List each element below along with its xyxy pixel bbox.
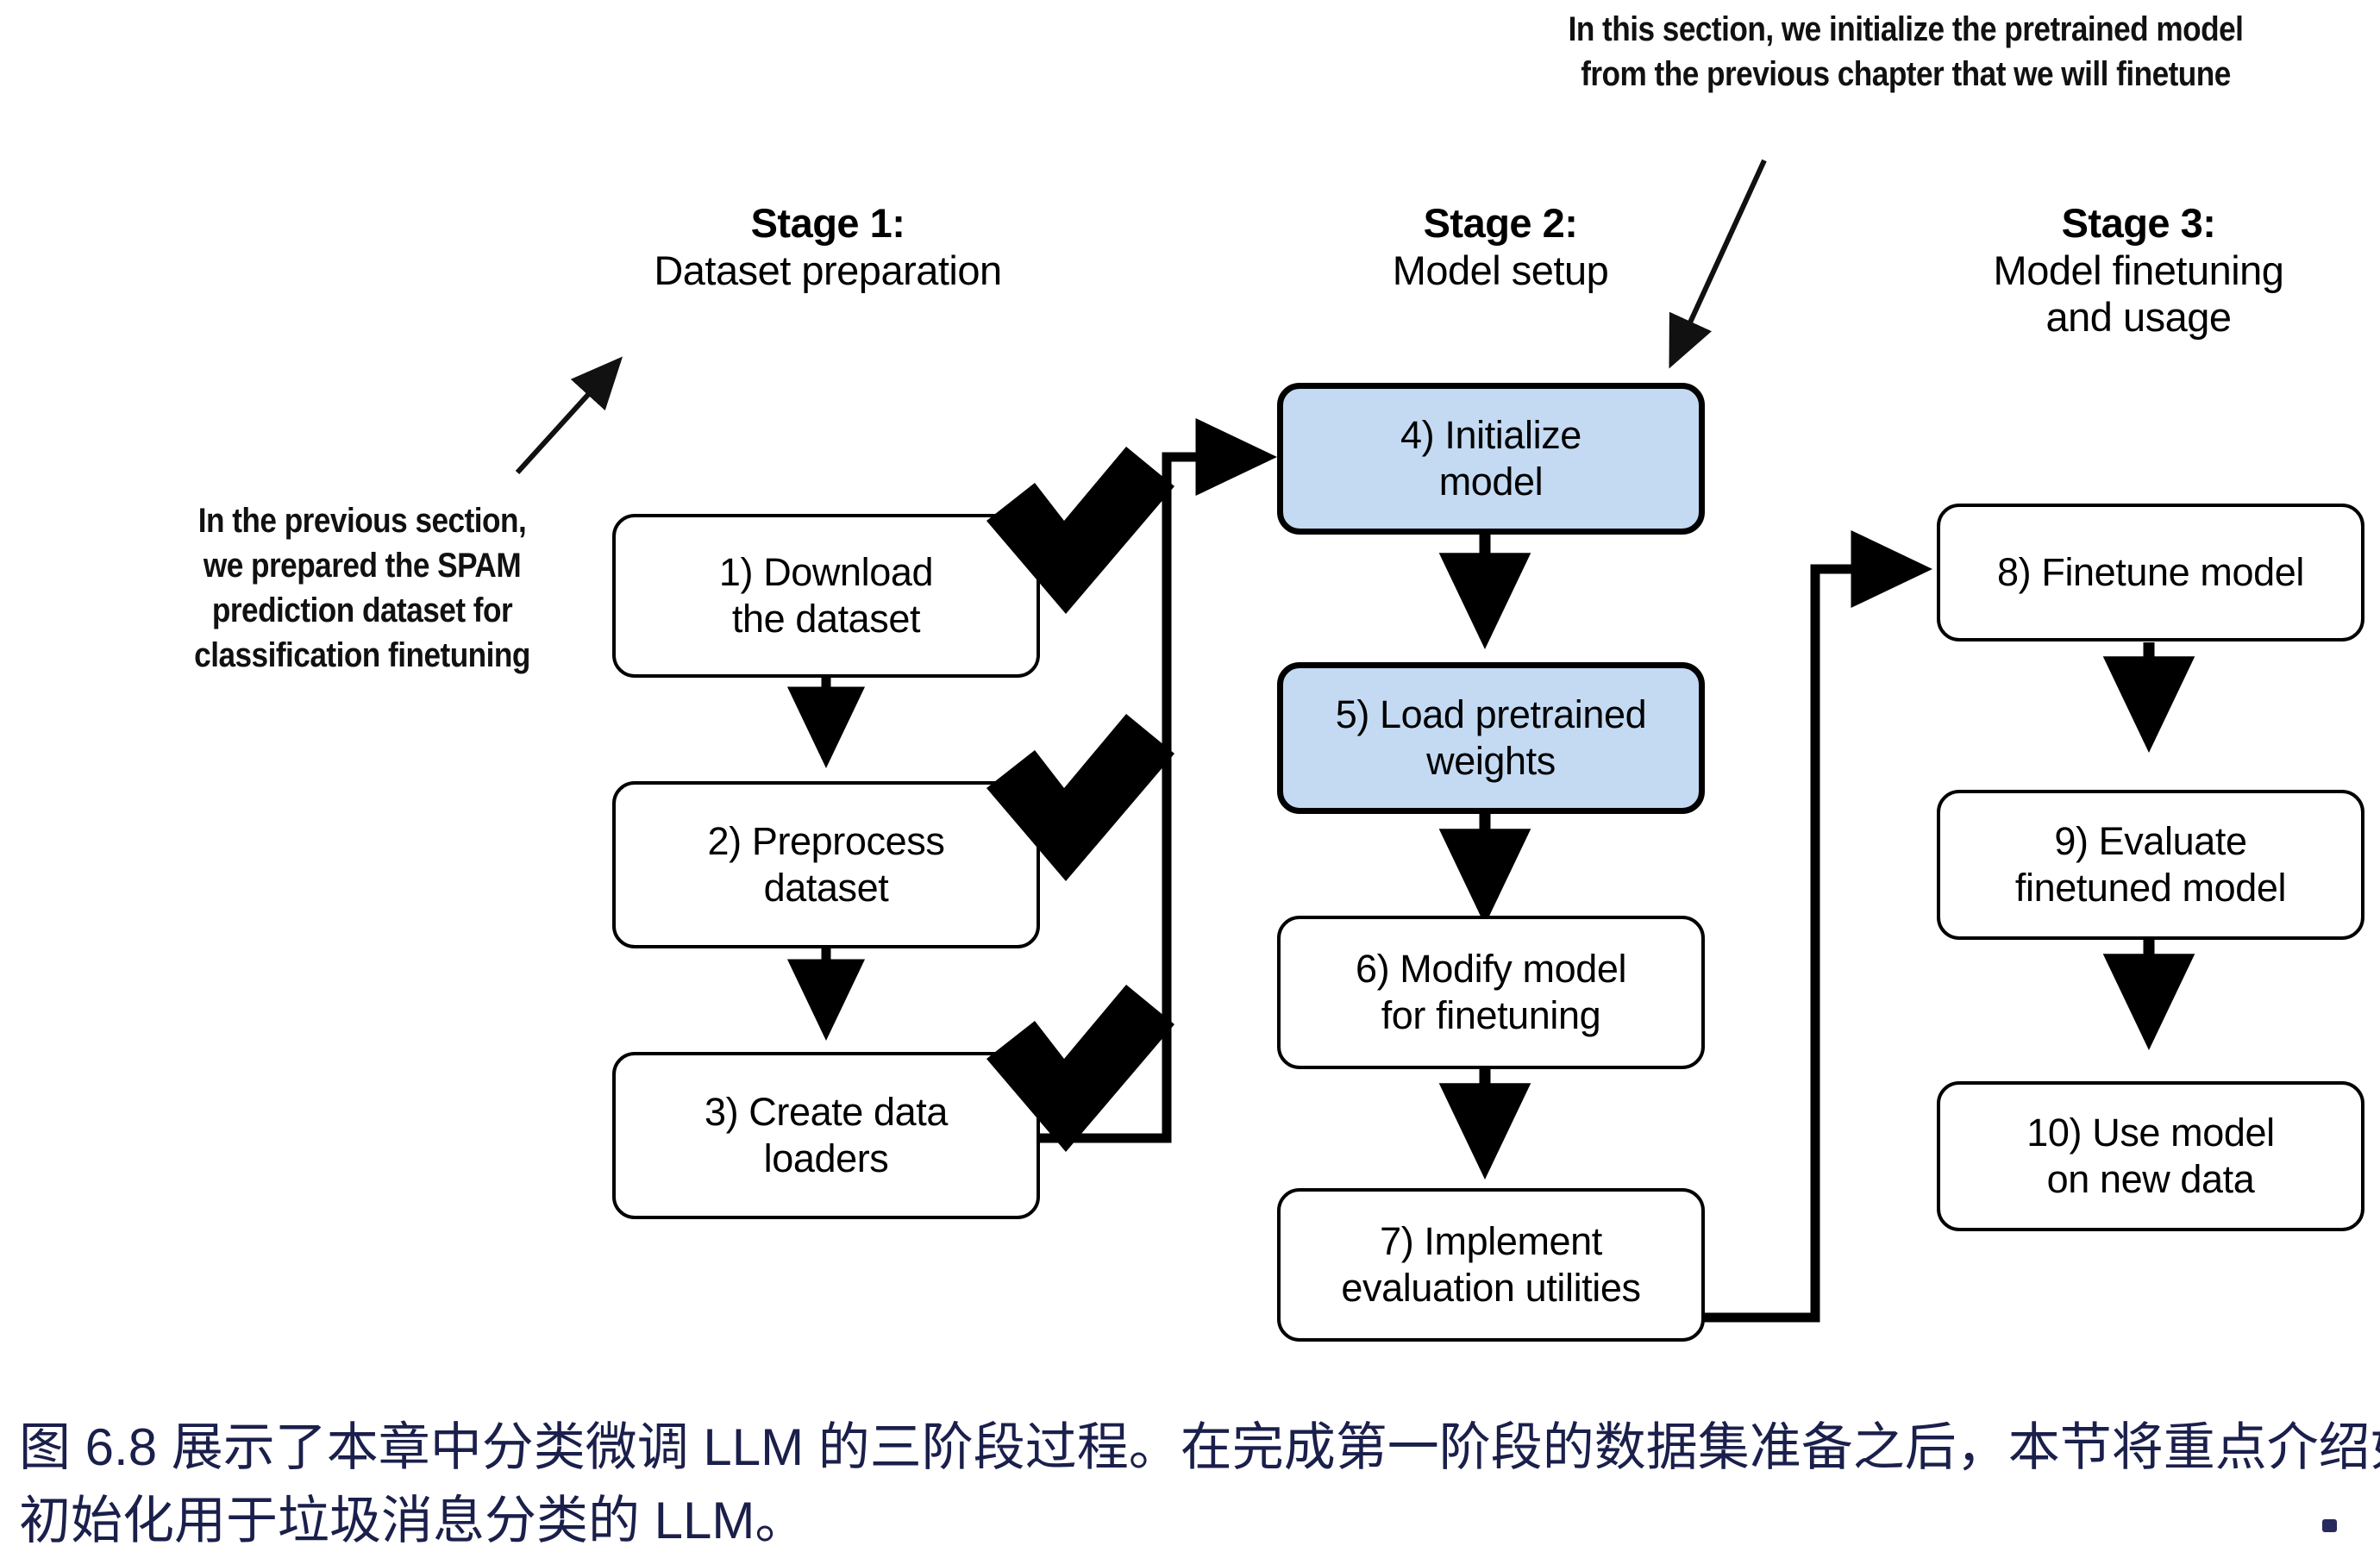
stage-header-3: Stage 3: Model finetuning and usage [1888, 200, 2380, 341]
flow-box-7[interactable]: 7) Implement evaluation utilities [1277, 1188, 1705, 1342]
flow-box-2-label: 2) Preprocess dataset [707, 819, 945, 910]
stage-header-2: Stage 2: Model setup [1285, 200, 1716, 294]
flow-box-4[interactable]: 4) Initialize model [1277, 383, 1705, 535]
stage-3-title: Stage 3: [2061, 200, 2216, 246]
stage-1-subtitle: Dataset preparation [654, 247, 1002, 293]
connector-box3-to-box4 [1039, 417, 1278, 1143]
caption-end-mark [2322, 1519, 2337, 1532]
flow-box-9-label: 9) Evaluate finetuned model [2014, 819, 2287, 910]
flow-box-7-label: 7) Implement evaluation utilities [1341, 1219, 1641, 1310]
flow-box-6-label: 6) Modify model for finetuning [1355, 947, 1627, 1037]
flow-box-2[interactable]: 2) Preprocess dataset [612, 781, 1040, 948]
stage-2-title: Stage 2: [1423, 200, 1578, 246]
flow-box-4-label: 4) Initialize model [1400, 413, 1581, 504]
caption-line-1: 图 6.8 展示了本章中分类微调 LLM 的三阶段过程。在完成第一阶段的数据集准… [19, 1418, 2380, 1476]
caption-line-2: 初始化用于垃圾消息分类的 LLM。 [19, 1492, 807, 1550]
annotation-left: In the previous section, we prepared the… [194, 502, 530, 674]
stage-1-title: Stage 1: [750, 200, 905, 246]
flow-box-3[interactable]: 3) Create data loaders [612, 1052, 1040, 1219]
flow-box-3-label: 3) Create data loaders [704, 1090, 949, 1180]
stage-3-subtitle: Model finetuning and usage [1993, 247, 2284, 341]
annotation-top-arrow [1669, 159, 1767, 369]
stage-2-subtitle: Model setup [1392, 247, 1609, 293]
flow-box-10[interactable]: 10) Use model on new data [1937, 1081, 2364, 1231]
flow-box-5-label: 5) Load pretrained weights [1335, 692, 1647, 783]
connector-box7-to-box8 [1703, 529, 1933, 1323]
flow-box-10-label: 10) Use model on new data [2026, 1111, 2275, 1201]
flow-box-1-label: 1) Download the dataset [718, 550, 934, 641]
flow-box-1[interactable]: 1) Download the dataset [612, 514, 1040, 678]
flow-box-8[interactable]: 8) Finetune model [1937, 504, 2364, 641]
annotation-top: In this section, we initialize the pretr… [1568, 10, 2244, 93]
annotation-left-arrow [515, 356, 623, 475]
figure-caption: 图 6.8 展示了本章中分类微调 LLM 的三阶段过程。在完成第一阶段的数据集准… [19, 1411, 2380, 1552]
flow-box-9[interactable]: 9) Evaluate finetuned model [1937, 790, 2364, 940]
flow-box-6[interactable]: 6) Modify model for finetuning [1277, 916, 1705, 1069]
stage-header-1: Stage 1: Dataset preparation [595, 200, 1061, 294]
flow-box-5[interactable]: 5) Load pretrained weights [1277, 662, 1705, 814]
flow-box-8-label: 8) Finetune model [1997, 550, 2304, 594]
